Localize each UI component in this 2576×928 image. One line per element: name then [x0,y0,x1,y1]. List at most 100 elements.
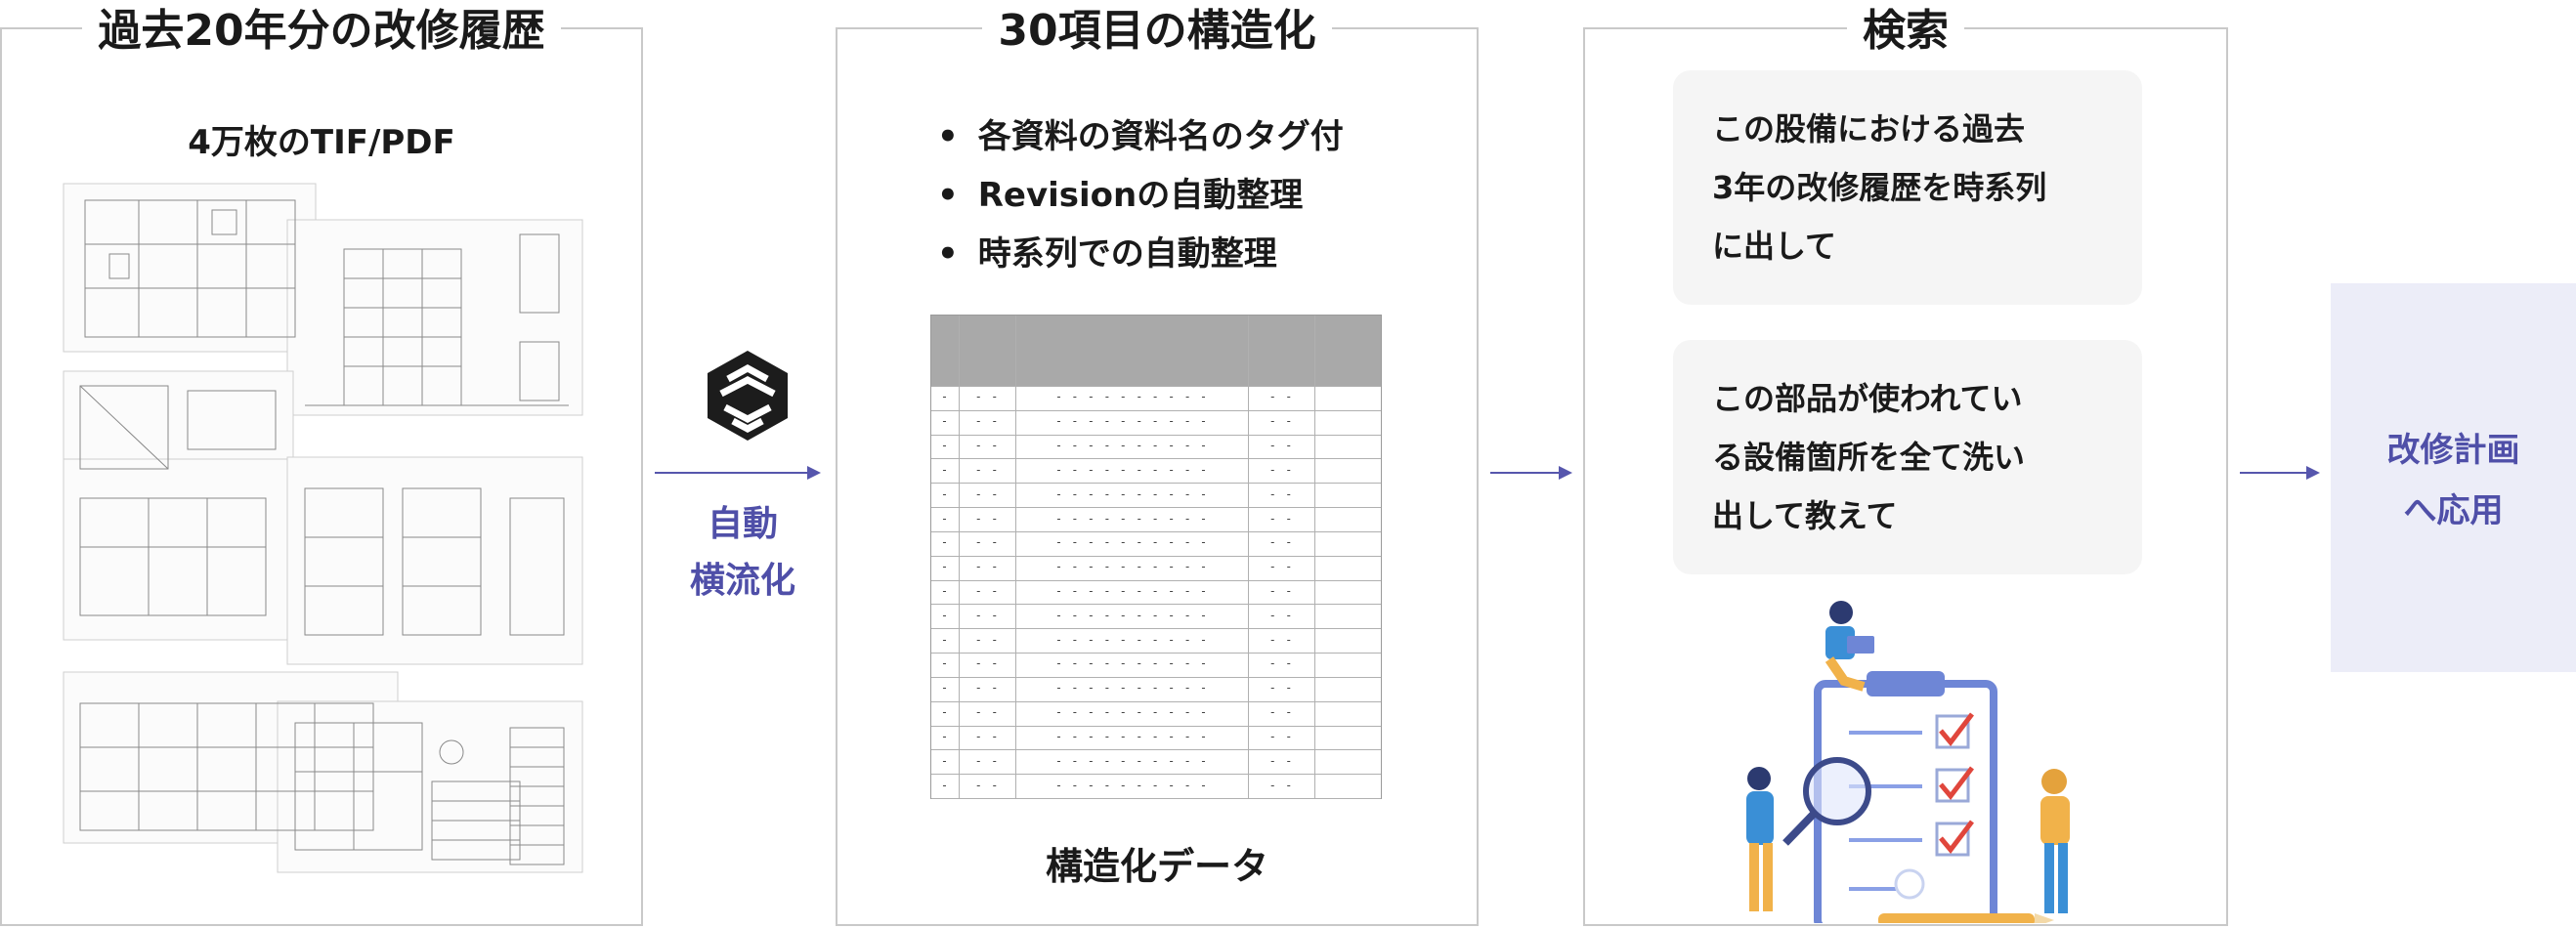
table-row-line [931,458,1381,460]
table-cell-placeholder: - - - - - - - - - - [1054,729,1209,743]
table-row-line [931,749,1381,751]
table-cell-placeholder: - - - - - - - - - - [1054,390,1209,404]
auto-process-line-1: 自動 [707,504,778,544]
history-subtitle: 4万枚のTIF/PDF [188,123,455,162]
table-cell-placeholder: - - [1268,608,1294,622]
pencil-icon [1878,913,2035,923]
table-cell-placeholder: - - - - - - - - - - [1054,462,1209,477]
table-cell-placeholder: - - - - - - - - - - [1054,705,1209,720]
table-cell-placeholder: - [940,390,950,404]
table-cell-placeholder: - [940,462,950,477]
table-cell-placeholder: - - [974,486,1000,501]
table-cell-placeholder: - - [974,753,1000,768]
table-row-line [931,386,1381,387]
query-bubble-2: この部品が使われてい る設備箇所を全て洗い 出して教えて [1673,340,2142,574]
blueprint-sheet [286,456,583,665]
table-cell-placeholder: - - [1268,560,1294,574]
table-cell-placeholder: - - - - - - - - - - [1054,632,1209,647]
cube-logo-icon [708,351,788,441]
blueprint-sheet [63,183,317,353]
table-cell-placeholder: - [940,584,950,598]
table-cell-placeholder: - - [974,681,1000,696]
table-cell-placeholder: - [940,486,950,501]
table-cell-placeholder: - - [974,608,1000,622]
table-row-line [931,725,1381,727]
seal-icon [1894,868,1925,900]
search-title: 検索 [1847,2,1964,61]
table-cell-placeholder: - - [1268,462,1294,477]
query-line: 3年の改修履歴を時系列 [1712,169,2047,206]
table-cell-placeholder: - [940,681,950,696]
table-cell-placeholder: - [940,414,950,429]
table-cell-placeholder: - - - - - - - - - - [1054,560,1209,574]
table-cell-placeholder: - - [1268,535,1294,550]
query-line: この部品が使われてい [1712,380,2023,417]
table-cell-placeholder: - - [974,584,1000,598]
flow-arrow-1 [655,466,821,480]
table-cell-placeholder: - - - - - - - - - - [1054,778,1209,792]
table-row-line [931,555,1381,557]
table-cell-placeholder: - - [1268,632,1294,647]
table-cell-placeholder: - - [1268,753,1294,768]
apply-line-1: 改修計画 [2386,431,2520,470]
structure-panel: 30項目の構造化 各資料の資料名のタグ付 Revisionの自動整理 時系列での… [836,2,1479,926]
table-cell-placeholder: - - [974,462,1000,477]
table-cell-placeholder: - [940,608,950,622]
table-cell-placeholder: - - - - - - - - - - [1054,414,1209,429]
bullet-item: Revisionの自動整理 [937,166,1344,225]
table-cell-placeholder: - - [974,632,1000,647]
auto-process-label: 自動 横流化 [665,496,821,610]
table-row-line [931,798,1381,799]
table-cell-placeholder: - [940,656,950,671]
table-cell-placeholder: - - - - - - - - - - [1054,608,1209,622]
table-cell-placeholder: - - [1268,439,1294,453]
table-col-line [959,316,960,798]
table-row-line [931,628,1381,630]
table-cell-placeholder: - - [1268,486,1294,501]
table-cell-placeholder: - - [1268,729,1294,743]
table-cell-placeholder: - - [974,729,1000,743]
table-cell-placeholder: - - - - - - - - - - [1054,439,1209,453]
table-cell-placeholder: - [940,753,950,768]
table-row-line [931,483,1381,485]
table-cell-placeholder: - - [1268,656,1294,671]
table-row-line [931,409,1381,411]
query-line: に出して [1712,228,1837,265]
blueprint-drawings [63,183,583,873]
table-row-line [931,530,1381,532]
table-cell-placeholder: - - [974,778,1000,792]
table-cell-placeholder: - - - - - - - - - - [1054,584,1209,598]
table-cell-placeholder: - - [974,390,1000,404]
query-line: 出して教えて [1712,497,1898,534]
table-row-line [931,579,1381,581]
table-cell-placeholder: - [940,560,950,574]
structured-data-table: -- -- - - - - - - - - -- --- -- - - - - … [930,315,1382,799]
table-cell-placeholder: - [940,439,950,453]
table-cell-placeholder: - - - - - - - - - - [1054,511,1209,526]
auto-process-line-2: 横流化 [689,561,795,601]
bullet-item: 時系列での自動整理 [937,225,1344,283]
query-line: この股備における過去 [1712,110,2026,148]
table-cell-placeholder: - - - - - - - - - - [1054,681,1209,696]
table-cell-placeholder: - - [974,439,1000,453]
checklist-illustration [1746,601,2070,923]
table-cell-placeholder: - [940,729,950,743]
person-left [1746,767,1774,911]
table-cell-placeholder: - - - - - - - - - - [1054,753,1209,768]
table-row-line [931,653,1381,654]
table-row-line [931,434,1381,436]
person-sitting [1825,601,1874,692]
table-cell-placeholder: - - - - - - - - - - [1054,535,1209,550]
table-cell-placeholder: - - [974,560,1000,574]
table-cell-placeholder: - - [1268,511,1294,526]
table-row-line [931,604,1381,606]
history-title: 過去20年分の改修履歴 [82,2,561,61]
table-col-line [1248,316,1249,798]
table-cell-placeholder: - - [974,535,1000,550]
table-cell-placeholder: - - - - - - - - - - [1054,486,1209,501]
table-cell-placeholder: - - [974,656,1000,671]
query-bubble-1: この股備における過去 3年の改修履歴を時系列 に出して [1673,70,2142,305]
table-cell-placeholder: - - [1268,414,1294,429]
history-panel: 過去20年分の改修履歴 4万枚のTIF/PDF [0,2,643,926]
table-cell-placeholder: - [940,705,950,720]
